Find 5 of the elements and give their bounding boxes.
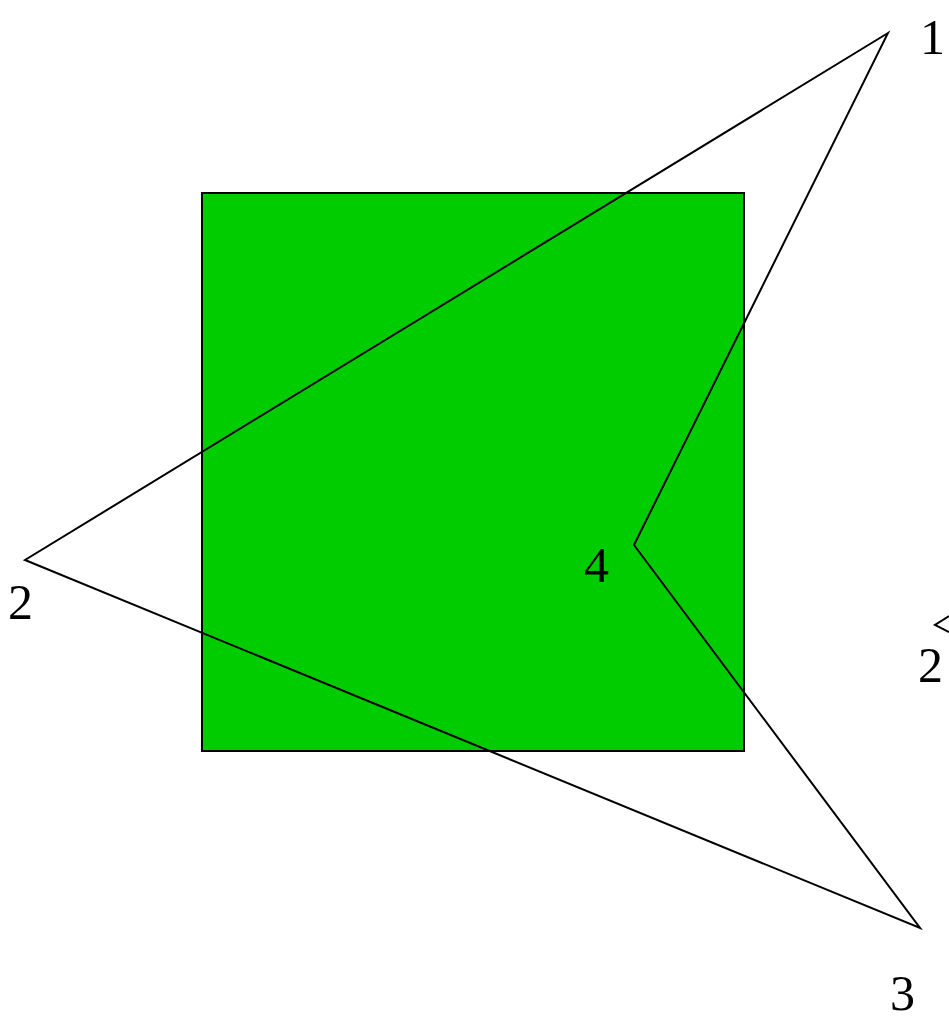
vertex-label: 3 [890,968,915,1018]
vertex-label: 1 [920,12,945,62]
vertex-label: 2 [918,640,943,690]
vertex-label: 2 [8,577,33,627]
vertex-label: 4 [584,540,609,590]
